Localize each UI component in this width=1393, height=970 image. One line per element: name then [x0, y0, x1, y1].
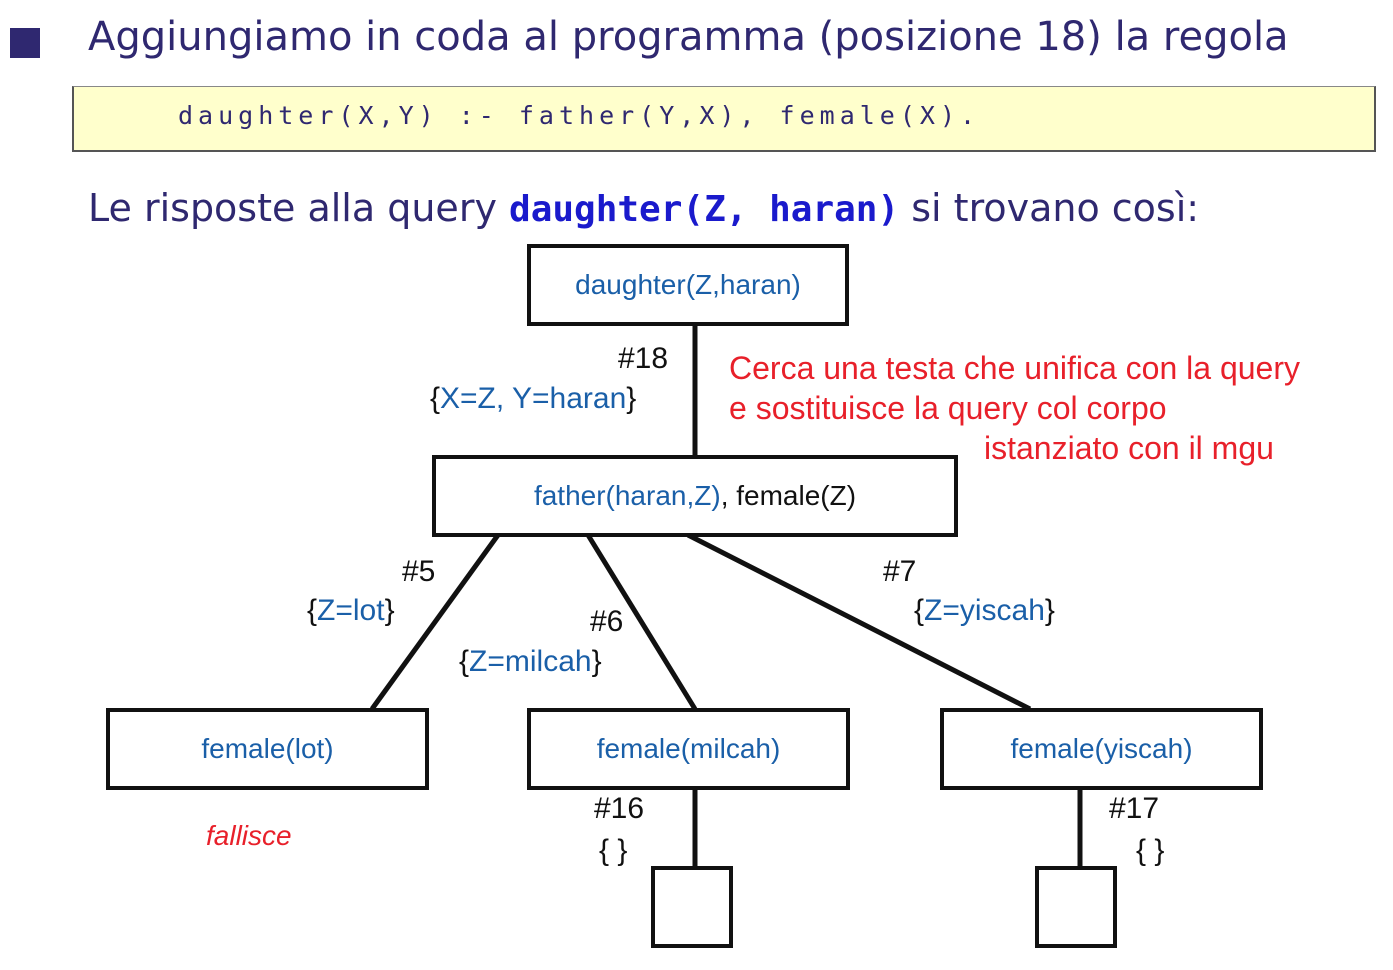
edge18-subst: {X=Z, Y=haran}: [430, 382, 637, 415]
fail-label: fallisce: [206, 820, 292, 851]
edge-middle-milcah: [585, 533, 698, 711]
edge7-rule: #7: [883, 555, 917, 588]
edge6-subst: {Z=milcah}: [459, 645, 602, 678]
edge-middle-yiscah: [686, 532, 1032, 712]
node-middle: father(haran,Z), female(Z): [432, 455, 958, 537]
edge17-rule: #17: [1109, 792, 1160, 825]
subtitle: Le risposte alla query daughter(Z, haran…: [88, 186, 1199, 230]
edge17-subst: { }: [1136, 834, 1165, 867]
success-node-milcah: [651, 866, 733, 948]
node-female-yiscah-label: female(yiscah): [1010, 733, 1193, 764]
node-female-lot-label: female(lot): [201, 733, 334, 764]
subtitle-query: daughter(Z, haran): [509, 189, 900, 230]
node-root-label: daughter(Z,haran): [575, 269, 801, 300]
node-female-milcah: female(milcah): [527, 708, 850, 790]
edge16-subst: { }: [599, 834, 628, 867]
success-node-yiscah: [1035, 866, 1117, 948]
bullet-square: [10, 28, 40, 58]
edge16-rule: #16: [594, 792, 645, 825]
rule-code: daughter(X,Y) :- father(Y,X), female(X).: [178, 101, 981, 130]
note-line1: Cerca una testa che unifica con la query: [729, 350, 1300, 386]
node-female-lot: female(lot): [106, 708, 429, 790]
node-root: daughter(Z,haran): [527, 244, 849, 326]
edge7-subst: {Z=yiscah}: [914, 594, 1055, 627]
subtitle-before: Le risposte alla query: [88, 186, 510, 230]
edge-middle-lot: [369, 533, 501, 711]
note-line3: istanziato con il mgu: [984, 430, 1274, 466]
subtitle-after: si trovano così:: [899, 186, 1200, 230]
node-middle-goal1: father(haran,Z): [533, 480, 721, 511]
edge5-rule: #5: [402, 555, 436, 588]
node-female-yiscah: female(yiscah): [940, 708, 1263, 790]
note-line2: e sostituisce la query col corpo: [729, 390, 1167, 426]
code-box: daughter(X,Y) :- father(Y,X), female(X).: [72, 86, 1376, 152]
node-middle-rest: , female(Z): [720, 480, 857, 511]
edge6-rule: #6: [590, 605, 624, 638]
node-female-milcah-label: female(milcah): [596, 733, 781, 764]
edge18-rule: #18: [618, 342, 669, 375]
slide-heading: Aggiungiamo in coda al programma (posizi…: [88, 14, 1289, 60]
edge5-subst: {Z=lot}: [307, 594, 395, 627]
